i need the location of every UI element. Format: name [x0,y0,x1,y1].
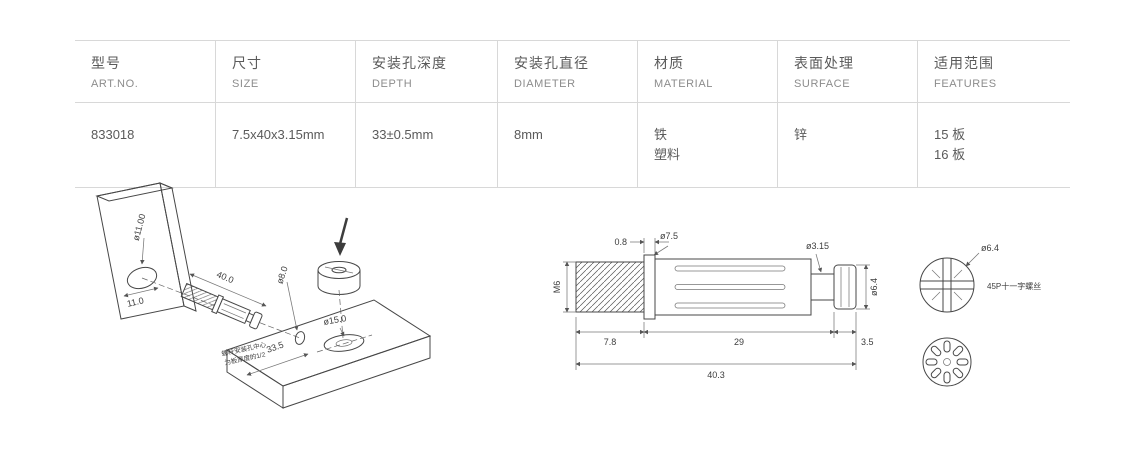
panel-vertical [95,182,197,320]
bolt-dia-leader [286,281,299,331]
header-depth-zh: 安装孔深度 [372,55,447,71]
insertion-arrow-icon [334,217,349,256]
bolt-side-view-drawing: M6 0.8 ø7.5 ø3.15 ø6.4 7.8 29 3.5 40.3 [552,231,879,380]
size-value: 7.5x40x3.15mm [232,127,325,142]
diameter-value: 8mm [514,127,543,142]
dim-bolt-length: 40.0 [215,269,235,285]
dim-body-length: 29 [734,337,744,347]
value-diameter: 8mm [497,103,637,188]
head-dia-leader [965,252,980,267]
value-size: 7.5x40x3.15mm [215,103,355,188]
screw-type-label: 45P十一字螺丝 [987,281,1041,291]
dim-bolt-hole-diameter: ø8.0 [275,265,290,285]
dim-total-length: 40.3 [707,370,725,380]
dim-head-length: 3.5 [861,337,874,347]
dim-flange-diameter: ø7.5 [660,231,678,241]
header-art-no-zh: 型号 [91,55,121,71]
edge-dim-line [123,286,159,298]
body-section [654,258,812,316]
header-art-no: 型号 ART.NO. [75,41,215,102]
dim-hole-depth: 33.5 [265,340,285,355]
header-diameter: 安装孔直径 DIAMETER [497,41,637,102]
head-end-view [919,257,975,313]
header-size-en: SIZE [232,78,259,90]
header-surface-en: SURFACE [794,78,851,90]
header-diameter-en: DIAMETER [514,78,576,90]
dim-thread-length: 7.8 [604,337,617,347]
value-art-no: 833018 [75,103,215,187]
dim-panel-edge: 11.0 [126,295,145,309]
cam-dia-leader [339,327,345,337]
features-value-1: 15 板 [934,127,966,142]
header-features: 适用范围 FEATURES [917,41,1070,102]
dim-panel-hole-diameter: ø11.00 [131,213,148,242]
bolt-profile [575,254,857,320]
value-depth: 33±0.5mm [355,103,497,188]
header-material-zh: 材质 [654,55,684,71]
header-art-no-en: ART.NO. [91,78,139,90]
header-diameter-zh: 安装孔直径 [514,55,589,71]
dim-neck-diameter: ø3.15 [806,241,829,251]
header-features-zh: 适用范围 [934,55,994,71]
header-depth: 安装孔深度 DEPTH [355,41,497,102]
head-section [833,264,857,310]
dim-thread-size: M6 [552,281,562,294]
spec-table-header: 型号 ART.NO. 尺寸 SIZE 安装孔深度 DEPTH 安装孔直径 DIA… [75,41,1070,103]
header-surface: 表面处理 SURFACE [777,41,917,102]
material-value-2: 塑料 [654,147,681,163]
thread-section [575,261,645,313]
value-material: 铁 塑料 [637,103,777,188]
cam-lock [317,261,361,295]
neck-section [810,273,835,301]
spec-table: 型号 ART.NO. 尺寸 SIZE 安装孔深度 DEPTH 安装孔直径 DIA… [75,40,1070,189]
flange [643,254,656,320]
dim-head-end-diameter: ø6.4 [981,243,999,253]
header-surface-zh: 表面处理 [794,55,854,71]
depth-value: 33±0.5mm [372,127,434,142]
header-material-en: MATERIAL [654,78,713,90]
installation-drawing: ø11.00 11.0 40.0 ø8.0 ø15.0 33.5 螺杆安装孔中心… [95,182,432,409]
hole-dia-leader [140,237,145,265]
bolt-length-dim-line [189,273,267,307]
spec-table-row: 833018 7.5x40x3.15mm 33±0.5mm 8mm 铁 塑料 锌… [75,103,1070,188]
dim-head-diameter: ø6.4 [869,278,879,296]
header-features-en: FEATURES [934,78,997,90]
value-surface: 锌 [777,103,917,188]
art-no-value: 833018 [91,127,135,142]
depth-dim-line [246,353,309,376]
features-value-2: 16 板 [934,147,966,163]
header-size-zh: 尺寸 [232,55,262,71]
dim-flange-width: 0.8 [614,237,627,247]
connecting-bolt [180,282,263,330]
value-features: 15 板 16 板 [917,103,1070,188]
dim-cam-hole-diameter: ø15.0 [323,313,347,327]
surface-value: 锌 [794,127,808,142]
bolt-end-view-drawing: ø6.4 45P十一字螺丝 [919,243,1041,387]
header-size: 尺寸 SIZE [215,41,355,102]
header-depth-en: DEPTH [372,78,413,90]
header-material: 材质 MATERIAL [637,41,777,102]
cam-end-view [922,337,972,387]
material-value-1: 铁 [654,127,668,142]
